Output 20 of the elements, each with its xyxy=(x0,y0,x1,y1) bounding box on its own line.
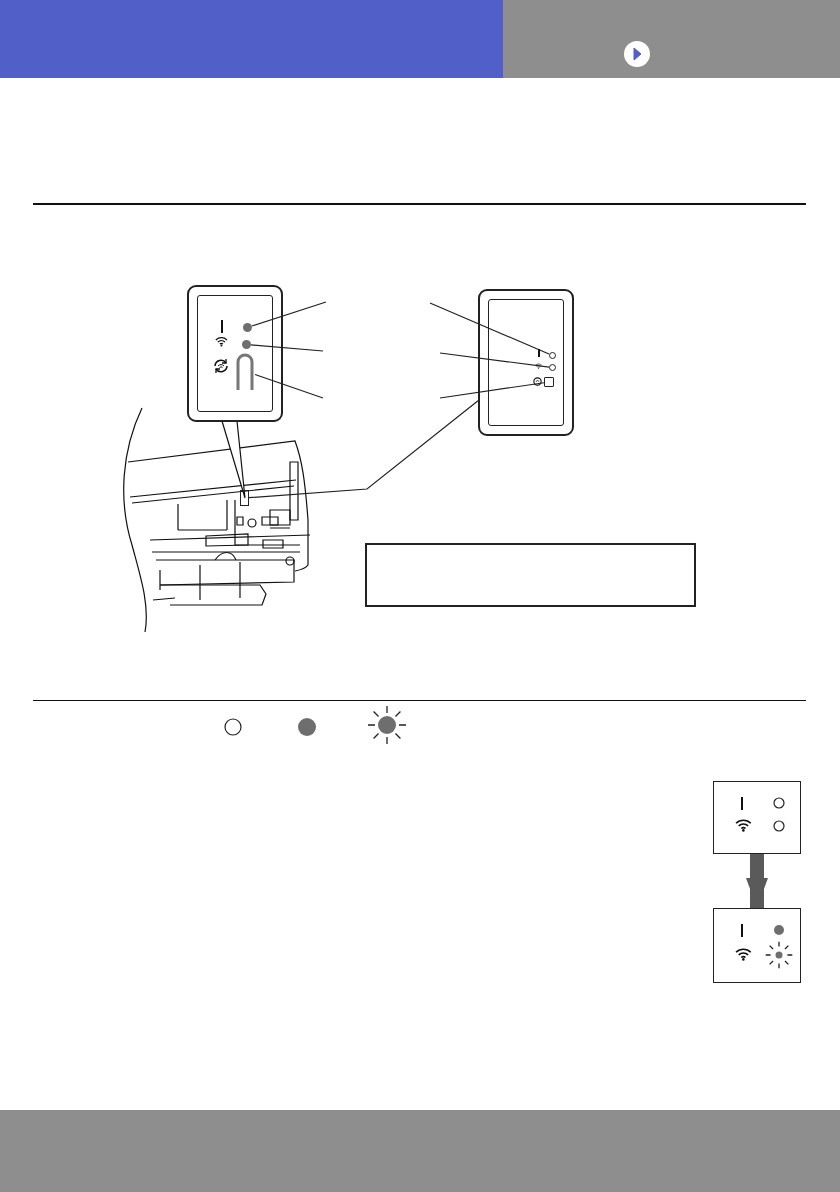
leader-line xyxy=(254,373,324,399)
led-indicator xyxy=(243,323,252,332)
frame-box xyxy=(365,543,696,607)
button xyxy=(235,352,255,390)
leader-line xyxy=(439,352,550,368)
frame-box xyxy=(240,490,249,506)
led-indicator xyxy=(549,352,556,359)
module-panel xyxy=(478,289,574,436)
led-indicator xyxy=(549,364,556,371)
led-indicator xyxy=(242,340,251,349)
leader-line xyxy=(439,382,545,399)
leader-line xyxy=(429,302,550,355)
arrow xyxy=(746,854,768,908)
leader-line xyxy=(250,344,324,352)
frame-box xyxy=(713,781,801,854)
frame-box xyxy=(544,377,554,387)
frame-box xyxy=(713,908,801,983)
leader-line xyxy=(251,301,327,327)
module-panel xyxy=(187,285,283,422)
leader-line xyxy=(248,400,479,499)
